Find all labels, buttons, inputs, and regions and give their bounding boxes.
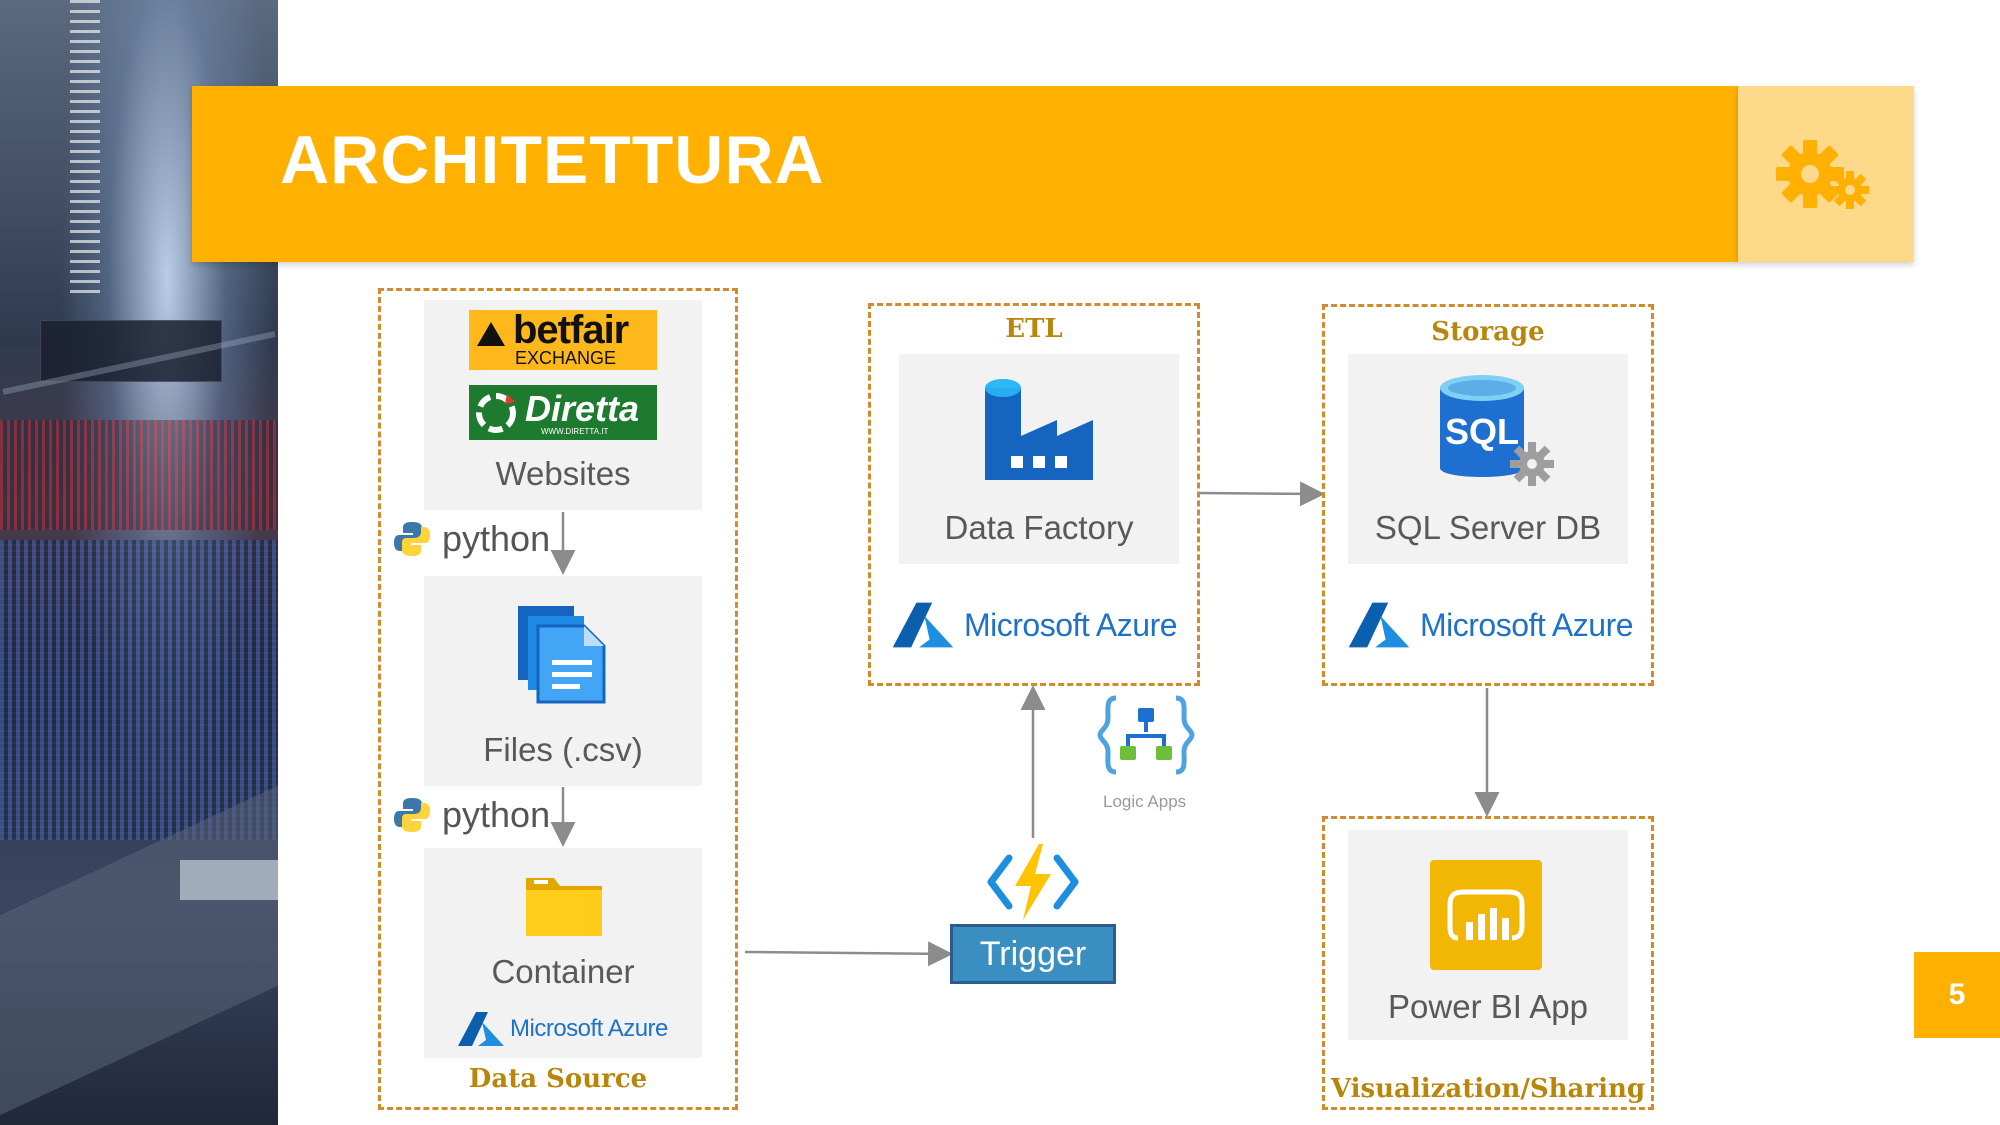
websites-label: Websites [495,455,631,492]
sql-icon-text: SQL [1445,411,1519,452]
storage-group-label: Storage [1431,317,1545,347]
title-icon-box [1738,86,1914,262]
power-bi-card: Power BI App [1348,830,1628,1040]
data-factory-card: Data Factory [899,354,1179,564]
visualization-group-label: Visualization/Sharing [1330,1074,1646,1104]
storage-group [1322,304,1654,686]
diretta-logo: Diretta WWW.DIRETTA.IT [469,385,657,440]
power-bi-icon [1447,889,1525,941]
azure-label: Microsoft Azure [510,1015,668,1042]
gears-icon [1776,140,1869,209]
logic-apps-icon [1097,695,1195,775]
power-bi-tile [1430,860,1542,970]
betfair-logo-text: betfair [513,308,629,352]
python-label-row: python [392,794,550,836]
betfair-logo: betfair EXCHANGE [469,310,657,370]
python-label-row: python [392,518,550,560]
python-label: python [442,794,551,835]
files-card: Files (.csv) [424,576,702,786]
azure-label: Microsoft Azure [1420,606,1634,643]
etl-group-label: ETL [1005,314,1063,344]
crowd-blue [0,540,278,840]
azure-logo: Microsoft Azure [456,1010,668,1048]
title-bar [192,86,1738,262]
arrow-container-trigger [744,941,953,967]
arrow-etl-storage [1197,481,1325,507]
scoreboard [40,320,222,382]
sql-database-icon: SQL [1440,375,1554,486]
python-icon [394,798,430,832]
azure-function-icon [987,844,1079,920]
azure-label: Microsoft Azure [964,606,1178,643]
container-card: Container Microsoft Azure [424,848,702,1058]
crowd-red [0,420,278,530]
betfair-arrows-icon [477,322,505,346]
page-title: ARCHITETTURA [280,122,825,198]
python-label: python [442,518,551,559]
files-icon [518,606,606,704]
diretta-logo-text: Diretta [525,388,640,429]
azure-logo-icon [1348,602,1410,648]
trigger-button[interactable]: Trigger [950,924,1116,984]
container-label: Container [491,953,635,990]
azure-logo-icon [892,602,954,648]
flag [180,860,278,900]
etl-group [868,303,1200,686]
folder-icon [526,878,602,936]
floodlight [70,0,100,300]
power-bi-label: Power BI App [1388,988,1588,1025]
azure-logo: Microsoft Azure [890,600,1178,650]
azure-logo: Microsoft Azure [1346,600,1634,650]
files-label: Files (.csv) [483,731,643,768]
diretta-ring-icon [476,393,516,433]
websites-card: betfair EXCHANGE Diretta WWW.DIRETTA.IT … [424,300,702,510]
betfair-logo-subtext: EXCHANGE [515,348,617,368]
data-factory-label: Data Factory [944,509,1134,546]
python-icon [394,522,430,556]
sql-server-card: SQL SQL Server DB [1348,354,1628,564]
visualization-group [1322,816,1654,1110]
page-number: 5 [1914,952,2000,1038]
sql-server-label: SQL Server DB [1374,509,1602,546]
data-source-group-label: Data Source [468,1064,648,1094]
data-source-group [378,288,738,1110]
azure-logo-icon [458,1012,504,1046]
data-factory-icon [985,379,1093,480]
logic-apps-label: Logic Apps [1103,792,1187,811]
diretta-logo-subtext: WWW.DIRETTA.IT [541,427,609,436]
